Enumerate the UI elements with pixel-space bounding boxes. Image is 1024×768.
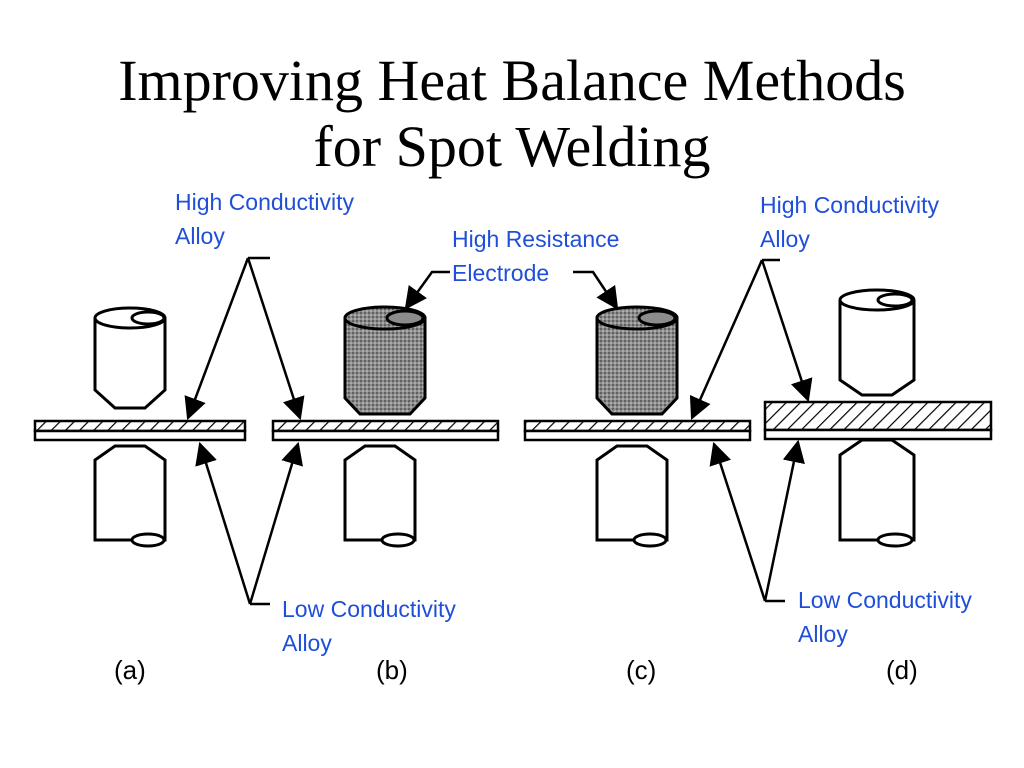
- electrode-d-bottom: [838, 438, 916, 548]
- electrode-c-bottom: [595, 444, 669, 548]
- caption-d: (d): [886, 655, 918, 685]
- label-high-resistance-electrode: High Resistance Electrode: [452, 222, 619, 290]
- leader-high-conductivity-left: [184, 256, 305, 421]
- label-line: High Conductivity: [175, 189, 354, 215]
- sheets-c: [523, 419, 752, 442]
- leader-high-conductivity-right: [689, 258, 813, 421]
- electrode-a-bottom: [93, 444, 167, 548]
- sheets-a: [33, 419, 247, 442]
- label-line: Alloy: [760, 226, 810, 252]
- leader-high-resistance-electrode: [404, 270, 619, 310]
- label-line: Low Conductivity: [798, 587, 972, 613]
- label-line: Alloy: [175, 223, 225, 249]
- sheets-d: [763, 400, 993, 441]
- electrode-d-top: [838, 288, 916, 397]
- label-line: High Conductivity: [760, 192, 939, 218]
- label-line: High Resistance: [452, 226, 620, 252]
- caption-b: (b): [376, 655, 408, 685]
- leader-low-conductivity-right: [709, 439, 805, 603]
- page-title: Improving Heat Balance Methods for Spot …: [0, 48, 1024, 180]
- electrode-b-top: [343, 305, 427, 416]
- electrode-b-bottom: [343, 444, 417, 548]
- leader-low-conductivity-left: [195, 441, 303, 606]
- caption-a: (a): [114, 655, 146, 685]
- title-line-2: for Spot Welding: [313, 114, 711, 179]
- label-line: Low Conductivity: [282, 596, 456, 622]
- electrode-c-top: [595, 305, 679, 416]
- label-line: Electrode: [452, 260, 550, 286]
- label-high-conductivity-alloy-right: High Conductivity Alloy: [760, 188, 939, 256]
- caption-c: (c): [626, 655, 657, 685]
- label-line: Alloy: [282, 630, 332, 656]
- sheets-b: [271, 419, 500, 442]
- label-high-conductivity-alloy-left: High Conductivity Alloy: [175, 185, 354, 253]
- label-low-conductivity-alloy-left: Low Conductivity Alloy: [282, 592, 456, 660]
- title-line-1: Improving Heat Balance Methods: [118, 48, 906, 113]
- label-line: Alloy: [798, 621, 848, 647]
- electrode-a-top: [93, 306, 167, 410]
- label-low-conductivity-alloy-right: Low Conductivity Alloy: [798, 583, 972, 651]
